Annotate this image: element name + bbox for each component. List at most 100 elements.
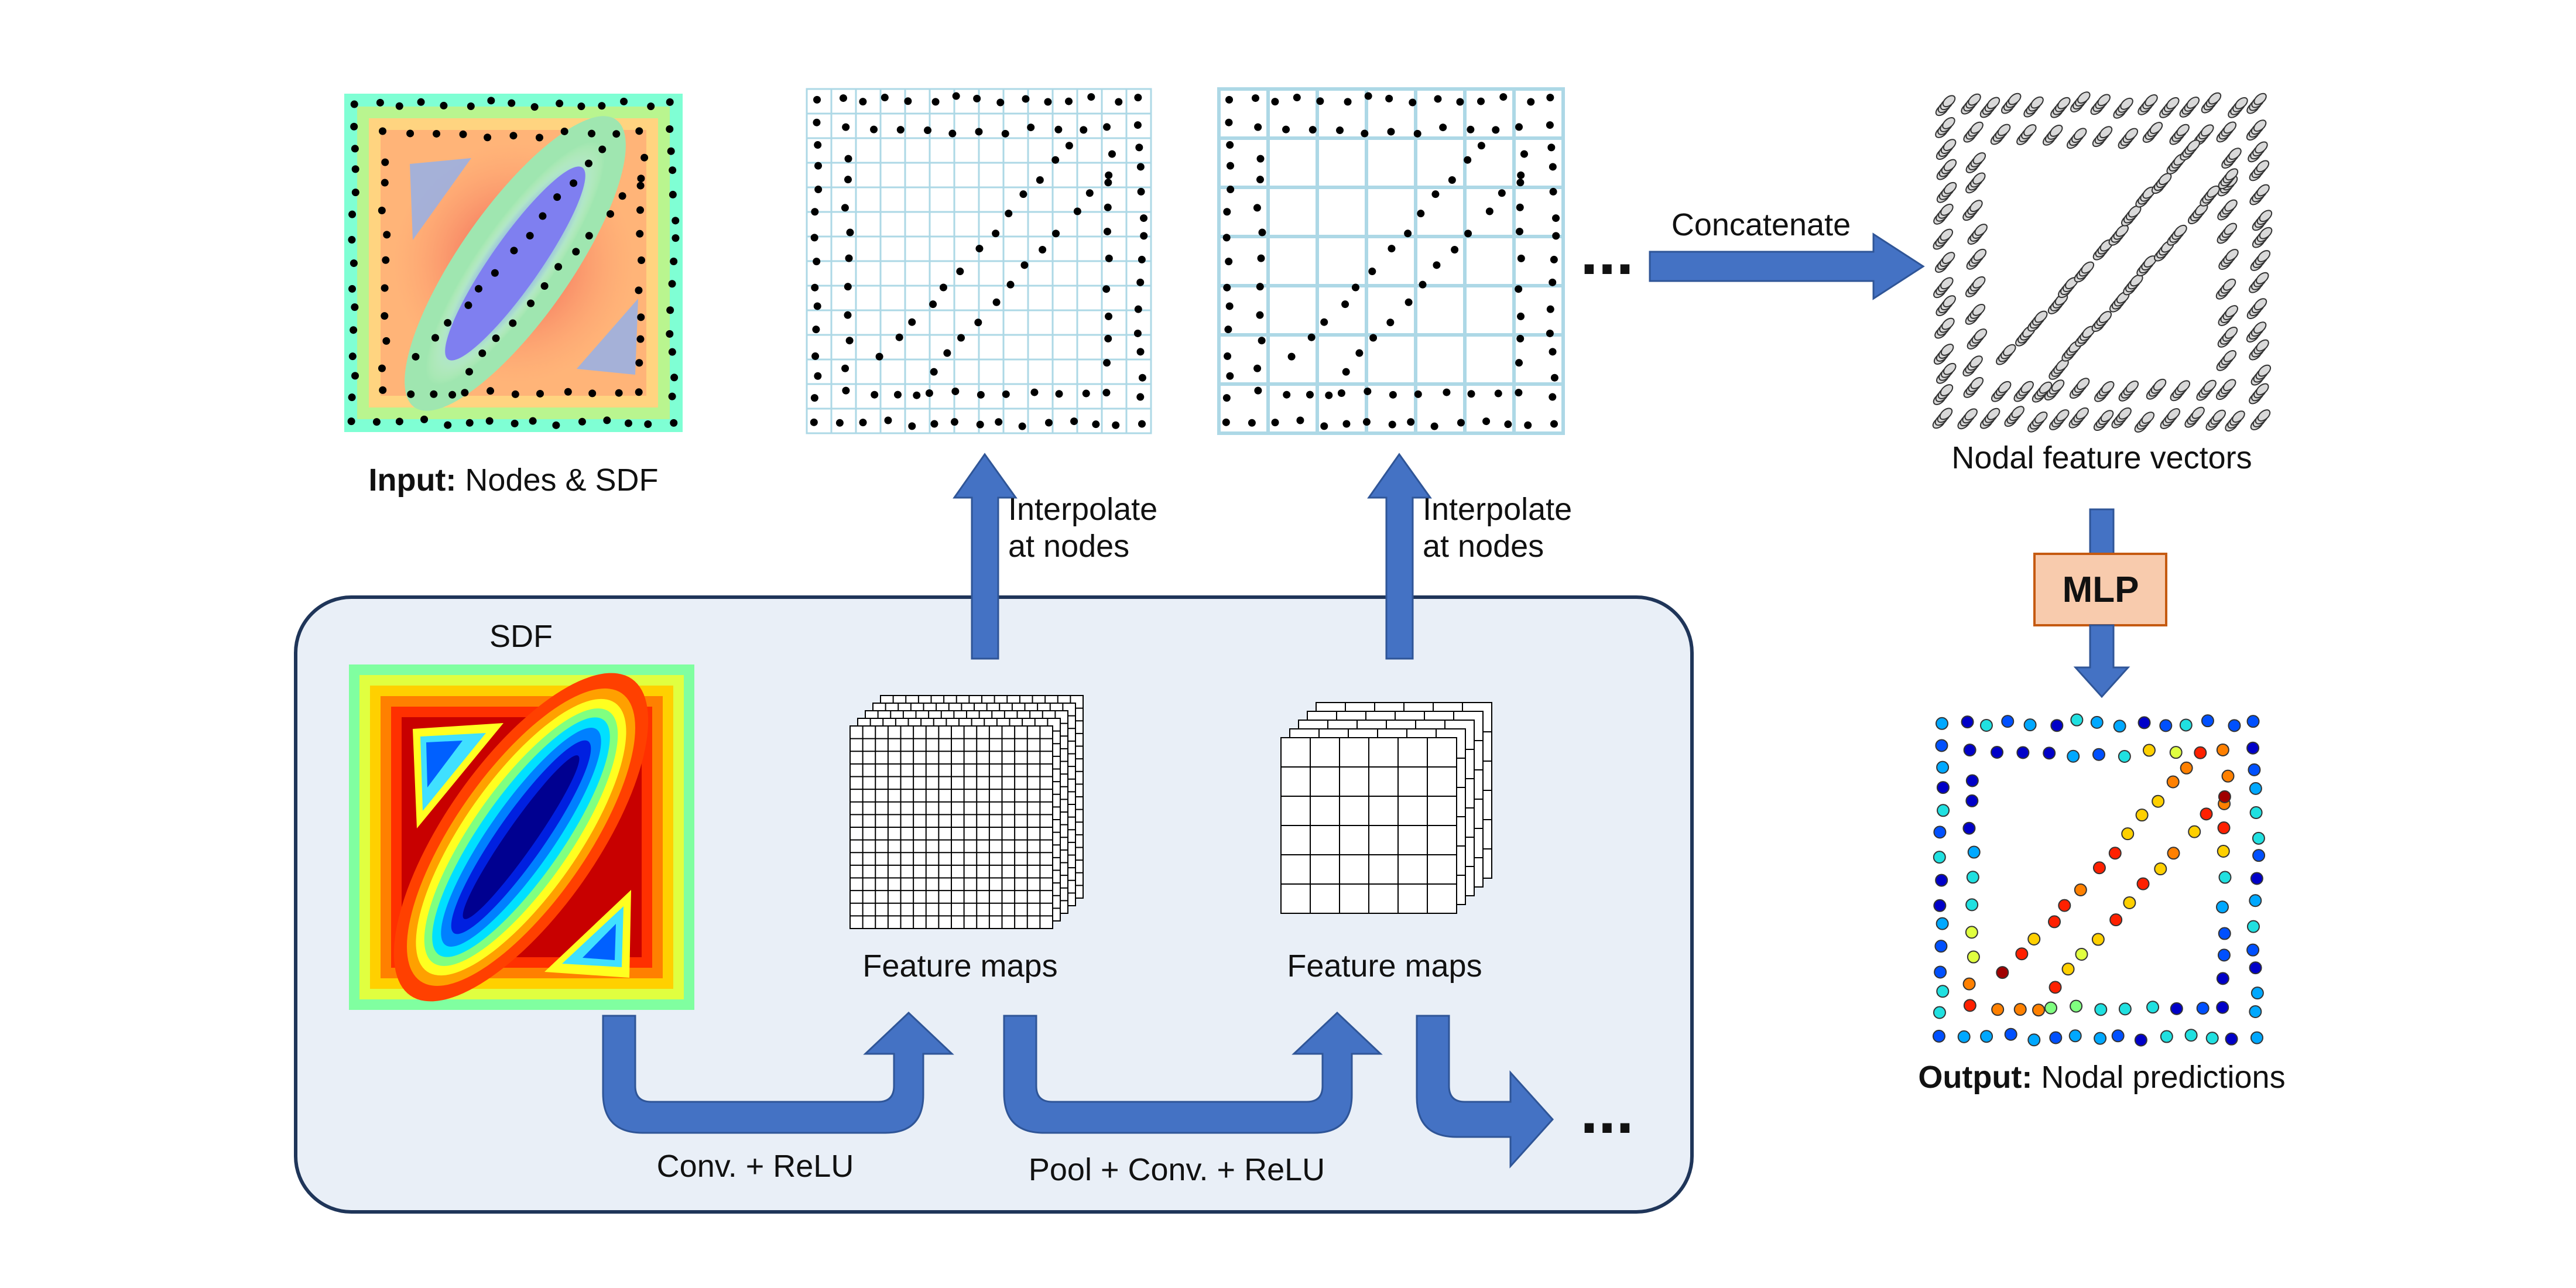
- nodal-features-label: Nodal feature vectors: [1951, 440, 2252, 475]
- input-node: [474, 285, 482, 293]
- prediction-node: [2249, 894, 2262, 907]
- input-node: [640, 153, 649, 162]
- input-node: [666, 306, 674, 314]
- grid-node: [1386, 318, 1395, 327]
- grid-node: [1361, 129, 1369, 138]
- grid-node: [1254, 123, 1262, 131]
- feature-vector: [2121, 205, 2142, 227]
- input-node: [395, 417, 403, 426]
- grid-node: [871, 390, 879, 399]
- grid-node: [844, 311, 852, 319]
- ellipsis-bottom: ...: [1580, 1075, 1634, 1147]
- feature-vector: [2070, 91, 2091, 113]
- input-node: [635, 286, 643, 294]
- feature-vector: [1957, 408, 1978, 430]
- prediction-node: [2118, 1002, 2132, 1016]
- input-node: [508, 99, 516, 107]
- input-node: [529, 417, 537, 425]
- feature-vector: [2142, 122, 2163, 143]
- input-node: [588, 389, 597, 398]
- input-node: [348, 393, 356, 402]
- feature-vector: [1933, 228, 1954, 250]
- feature-vector: [2068, 407, 2089, 429]
- feature-maps-label-1: Feature maps: [862, 948, 1057, 984]
- prediction-node: [1935, 873, 1948, 887]
- grid-node: [1419, 280, 1427, 289]
- output-nodal-predictions: [1932, 713, 2266, 1047]
- input-node: [382, 256, 390, 264]
- pool-conv-relu-label: Pool + Conv. + ReLU: [1029, 1152, 1325, 1187]
- feature-vector: [2027, 310, 2048, 332]
- input-node: [395, 102, 403, 110]
- grid-node: [1002, 390, 1010, 398]
- grid-node: [1256, 311, 1264, 319]
- input-node: [464, 301, 472, 309]
- grid-node: [1417, 210, 1425, 218]
- grid-node: [1227, 186, 1235, 194]
- grid-node: [1223, 208, 1231, 216]
- grid-node: [1320, 422, 1328, 430]
- prediction-node: [2092, 861, 2106, 875]
- grid-node: [1225, 118, 1233, 126]
- feature-vector: [2093, 410, 2114, 431]
- prediction-node: [1934, 965, 1947, 979]
- grid-node: [1499, 93, 1508, 101]
- input-node: [383, 231, 391, 239]
- feature-maps-stack-1: [849, 695, 1084, 929]
- grid-node: [1253, 364, 1262, 372]
- grid-node: [814, 372, 822, 380]
- input-node: [535, 133, 543, 142]
- prediction-node: [2118, 749, 2131, 763]
- input-node: [637, 313, 645, 321]
- grid-node: [1256, 283, 1264, 291]
- grid-node: [1251, 94, 1259, 102]
- conv-relu-label: Conv. + ReLU: [657, 1149, 854, 1184]
- prediction-node: [2043, 746, 2056, 760]
- feature-vector: [1933, 344, 1954, 365]
- grid-node: [1515, 359, 1523, 367]
- grid-node: [1036, 176, 1044, 184]
- grid-node: [1482, 417, 1491, 426]
- grid-node: [1044, 98, 1052, 106]
- prediction-node: [2249, 1005, 2262, 1018]
- feature-vector: [2092, 239, 2113, 261]
- input-node: [540, 282, 549, 290]
- grid-node: [1065, 97, 1073, 105]
- grid-node: [1464, 156, 1472, 164]
- feature-map-layer: [849, 725, 1053, 929]
- input-node: [350, 100, 358, 108]
- input-node: [351, 303, 359, 311]
- grid-node: [845, 337, 854, 345]
- grid-node: [1282, 125, 1290, 133]
- feature-vector: [2091, 311, 2112, 332]
- input-node: [348, 210, 357, 218]
- prediction-node: [2050, 719, 2064, 732]
- input-node: [407, 390, 415, 398]
- grid-node: [1498, 189, 1506, 197]
- input-node: [433, 129, 441, 138]
- prediction-node: [2137, 716, 2151, 729]
- feature-vector: [2058, 277, 2078, 298]
- prediction-node: [1967, 845, 1981, 859]
- prediction-node: [2090, 715, 2104, 729]
- prediction-node: [1936, 761, 1950, 774]
- grid-node: [992, 298, 1001, 306]
- interpolate-label-1b: at nodes: [1008, 529, 1129, 564]
- grid-node: [814, 162, 822, 170]
- input-node: [584, 159, 592, 167]
- input-node: [444, 318, 452, 327]
- input-node: [461, 389, 469, 397]
- grid-node: [1271, 98, 1279, 106]
- grid-node: [811, 208, 819, 216]
- grid-node: [1364, 92, 1372, 100]
- prediction-node: [2218, 790, 2231, 803]
- grid-node: [1549, 393, 1557, 401]
- grid-node: [1027, 124, 1035, 132]
- grid-node: [1369, 334, 1378, 342]
- prediction-node: [2146, 1001, 2160, 1014]
- feature-vector: [1933, 277, 1954, 299]
- grid-node: [1105, 171, 1113, 179]
- grid-node: [1516, 203, 1524, 211]
- feature-vector: [2249, 339, 2269, 361]
- input-node: [637, 174, 645, 183]
